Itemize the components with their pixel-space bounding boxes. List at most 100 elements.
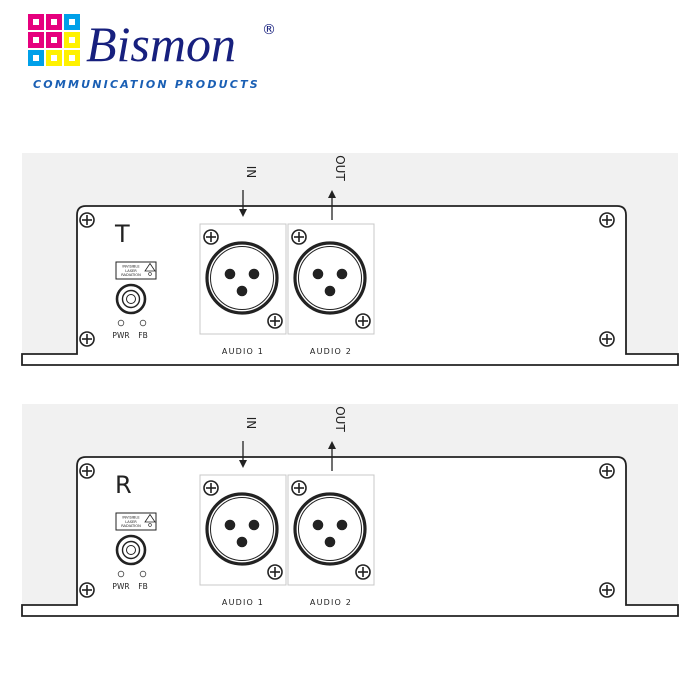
xlr-connector-icon bbox=[205, 492, 279, 566]
xlr-pin bbox=[248, 519, 260, 531]
laser-dot-icon bbox=[148, 272, 152, 276]
xlr-outer-ring bbox=[205, 492, 279, 566]
direction-label: OUT bbox=[333, 155, 347, 181]
direction-label: IN bbox=[244, 417, 258, 430]
laser-warning-icon bbox=[144, 513, 156, 523]
xlr-inner-ring bbox=[298, 497, 362, 561]
signal-arrow-in: IN bbox=[239, 417, 258, 468]
screw-icon bbox=[79, 212, 95, 228]
fiber-port-core bbox=[126, 545, 136, 555]
signal-arrow-out: OUT bbox=[328, 155, 347, 220]
port-plate bbox=[199, 474, 287, 586]
xlr-inner-ring bbox=[210, 246, 274, 310]
sticker-frame bbox=[115, 261, 157, 280]
unit-label: T bbox=[114, 220, 130, 248]
xlr-connector-icon bbox=[293, 241, 367, 315]
sticker-text: INVISIBLE bbox=[122, 265, 140, 269]
screw-icon bbox=[79, 463, 95, 479]
xlr-pin bbox=[224, 268, 236, 280]
unit-label: R bbox=[115, 471, 132, 499]
screw-icon bbox=[79, 331, 95, 347]
brand-tagline: COMMUNICATION PRODUCTS bbox=[33, 78, 260, 91]
laser-warning-icon bbox=[144, 262, 156, 272]
screw-icon bbox=[355, 313, 371, 329]
xlr-inner-ring bbox=[210, 497, 274, 561]
led-indicator-icon bbox=[139, 570, 147, 578]
xlr-connector-icon bbox=[205, 241, 279, 315]
fiber-port-icon bbox=[115, 283, 147, 315]
screw-icon bbox=[599, 331, 615, 347]
brand-name: Bismon bbox=[86, 16, 236, 72]
audio-port-1: AUDIO 1 bbox=[199, 223, 287, 356]
signal-arrow-out: OUT bbox=[328, 406, 347, 471]
sticker-text: RADIATION bbox=[121, 273, 141, 277]
audio-port-label: AUDIO 1 bbox=[222, 598, 264, 607]
led-label: FB bbox=[138, 582, 147, 591]
registered-mark: ® bbox=[262, 22, 276, 38]
screw-icon bbox=[203, 480, 219, 496]
xlr-outer-ring bbox=[293, 241, 367, 315]
xlr-inner-ring bbox=[298, 246, 362, 310]
audio-port-2: AUDIO 2 bbox=[287, 474, 375, 607]
xlr-pin bbox=[236, 536, 248, 548]
led-label: FB bbox=[138, 331, 147, 340]
xlr-pin bbox=[336, 268, 348, 280]
signal-arrow-in: IN bbox=[239, 166, 258, 217]
logo-mark-icon bbox=[28, 14, 80, 66]
sticker-text: RADIATION bbox=[121, 524, 141, 528]
xlr-pin bbox=[312, 519, 324, 531]
screw-icon bbox=[599, 212, 615, 228]
sticker-text: LASER bbox=[125, 520, 137, 524]
xlr-outer-ring bbox=[293, 492, 367, 566]
xlr-outer-ring bbox=[205, 241, 279, 315]
screw-icon bbox=[267, 564, 283, 580]
fiber-port-icon bbox=[115, 534, 147, 566]
logo-square-window bbox=[69, 37, 75, 43]
arrow-up-icon bbox=[328, 441, 336, 449]
logo-square-window bbox=[33, 37, 39, 43]
screw-icon bbox=[291, 480, 307, 496]
screw-icon bbox=[203, 229, 219, 245]
arrow-up-icon bbox=[328, 190, 336, 198]
logo-square-window bbox=[51, 55, 57, 61]
logo-square-window bbox=[69, 55, 75, 61]
screw-icon bbox=[599, 582, 615, 598]
direction-label: OUT bbox=[333, 406, 347, 432]
logo-square-window bbox=[51, 37, 57, 43]
xlr-pin bbox=[224, 519, 236, 531]
sticker-frame bbox=[115, 512, 157, 531]
logo-square-window bbox=[33, 19, 39, 25]
audio-port-label: AUDIO 2 bbox=[310, 598, 352, 607]
port-plate bbox=[287, 474, 375, 586]
led-indicator-icon bbox=[117, 570, 125, 578]
logo-square-window bbox=[51, 19, 57, 25]
screw-icon bbox=[355, 564, 371, 580]
xlr-pin bbox=[248, 268, 260, 280]
screw-icon bbox=[267, 313, 283, 329]
audio-port-2: AUDIO 2 bbox=[287, 223, 375, 356]
led-indicator-icon bbox=[117, 319, 125, 327]
port-plate bbox=[199, 223, 287, 335]
audio-port-label: AUDIO 1 bbox=[222, 347, 264, 356]
laser-dot-icon bbox=[148, 523, 152, 527]
xlr-pin bbox=[312, 268, 324, 280]
led-indicator-icon bbox=[139, 319, 147, 327]
arrow-down-icon bbox=[239, 209, 247, 217]
port-plate bbox=[287, 223, 375, 335]
sticker-text: LASER bbox=[125, 269, 137, 273]
direction-label: IN bbox=[244, 166, 258, 179]
xlr-pin bbox=[236, 285, 248, 297]
led-label: PWR bbox=[112, 582, 129, 591]
arrow-down-icon bbox=[239, 460, 247, 468]
screw-icon bbox=[291, 229, 307, 245]
audio-port-1: AUDIO 1 bbox=[199, 474, 287, 607]
logo-square-window bbox=[69, 19, 75, 25]
sticker-text: INVISIBLE bbox=[122, 516, 140, 520]
xlr-connector-icon bbox=[293, 492, 367, 566]
led-label: PWR bbox=[112, 331, 129, 340]
